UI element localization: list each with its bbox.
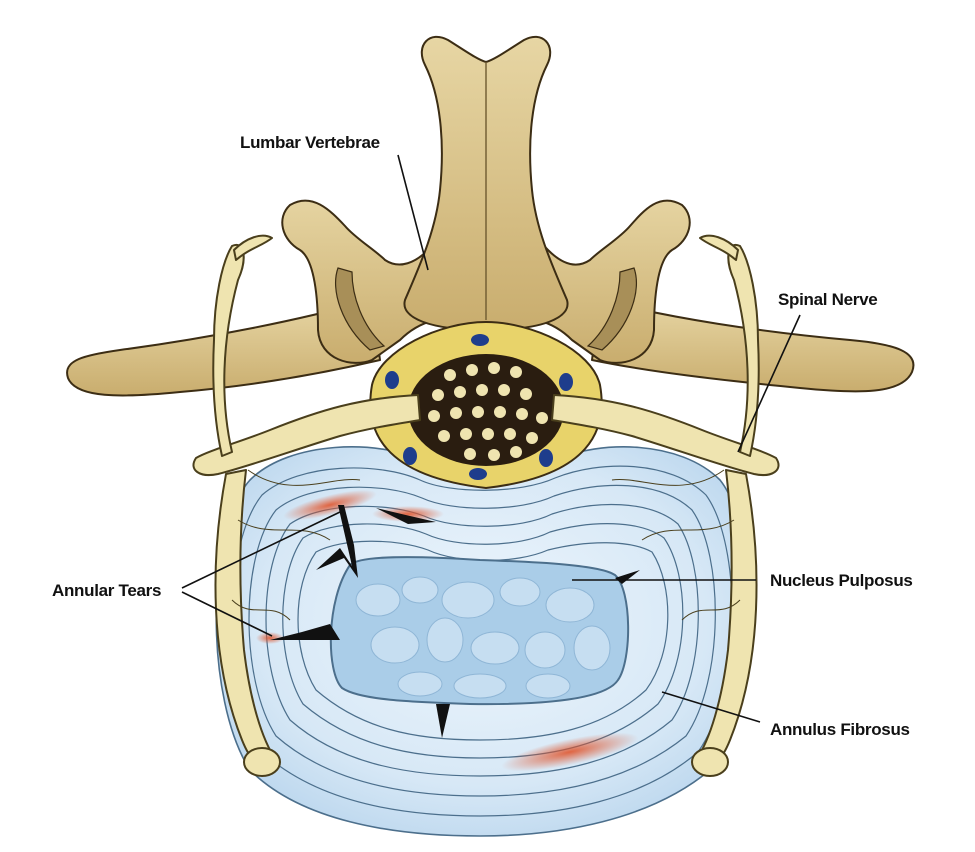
tear-highlight: [256, 632, 284, 644]
tear-crack: [436, 704, 450, 738]
nerve-fibers: [231, 469, 741, 621]
cauda-equina-space: [408, 354, 564, 466]
intervertebral-disc: [215, 446, 750, 837]
tear-highlight: [283, 489, 377, 521]
tear-crack: [270, 624, 340, 640]
label-spinal-nerve: Spinal Nerve: [778, 290, 877, 309]
nerve-roots: [428, 362, 548, 461]
label-lumbar-vertebrae: Lumbar Vertebrae: [240, 133, 380, 152]
tear-highlight: [372, 506, 444, 522]
right-lamina-shadow: [586, 267, 638, 351]
label-nucleus-pulposus: Nucleus Pulposus: [770, 571, 913, 590]
leader-lumbar-vertebrae: [397, 154, 429, 271]
right-spinal-nerve: [551, 234, 780, 777]
epidural-vessels: [385, 334, 573, 480]
left-spinal-nerve: [192, 234, 421, 777]
leader-annulus-fibrosus: [661, 691, 761, 723]
tear-crack: [376, 508, 436, 524]
leader-annular-tears-lower: [181, 591, 273, 637]
label-annulus-fibrosus: Annulus Fibrosus: [770, 720, 910, 739]
tear-crack: [316, 505, 358, 578]
leader-annular-tears-upper: [181, 511, 341, 589]
leader-lines: [181, 154, 801, 723]
spinal-canal: [369, 320, 603, 490]
label-annular-tears: Annular Tears: [52, 581, 161, 600]
leader-spinal-nerve: [737, 314, 801, 453]
annular-tears: [256, 489, 640, 772]
left-lamina-shadow: [334, 267, 386, 351]
tear-highlight: [501, 732, 639, 772]
nucleus-cells: [355, 576, 611, 699]
